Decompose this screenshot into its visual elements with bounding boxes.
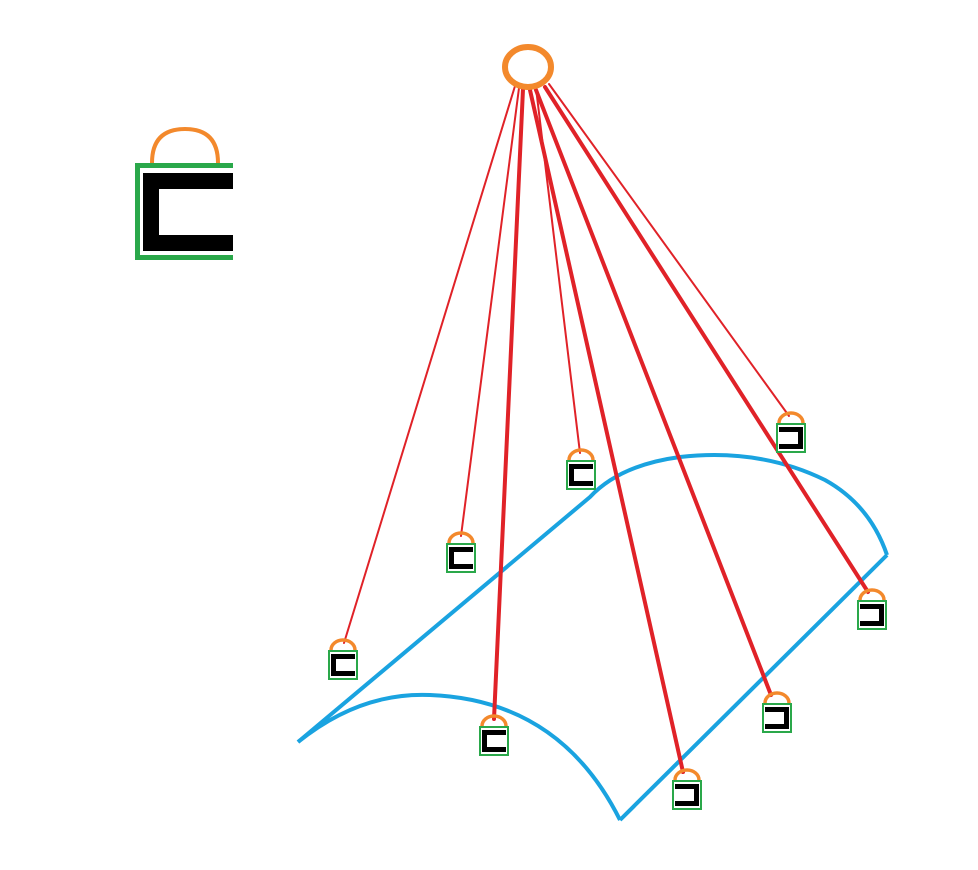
anchor-5-hook bbox=[480, 714, 508, 727]
anchor-6-bracket-icon bbox=[672, 768, 702, 810]
surface-front-edge bbox=[296, 692, 622, 821]
anchor-8-bracket-icon bbox=[857, 588, 887, 630]
anchor-3-bracket bbox=[569, 464, 593, 486]
anchor-1-string bbox=[343, 85, 516, 644]
anchor-5-bracket bbox=[482, 730, 506, 752]
anchor-6-string bbox=[528, 88, 685, 774]
anchor-4-bracket-icon bbox=[776, 411, 806, 453]
anchor-7-hook bbox=[763, 691, 791, 704]
anchor-2-string bbox=[460, 87, 520, 537]
anchor-8-hook bbox=[858, 588, 886, 601]
anchor-7-bracket-icon bbox=[762, 691, 792, 733]
suspension-strings bbox=[343, 83, 870, 774]
anchor-1-hook bbox=[329, 638, 357, 651]
anchor-6-hook bbox=[673, 768, 701, 781]
curved-canopy-surface bbox=[296, 453, 889, 822]
anchor-1-bracket bbox=[331, 654, 355, 676]
legend-hook bbox=[150, 126, 220, 164]
anchor-2-bracket bbox=[449, 547, 473, 569]
anchor-8-string bbox=[543, 85, 870, 594]
ring-icon bbox=[502, 44, 554, 90]
bracket-with-hook-icon bbox=[135, 126, 233, 260]
anchor-4-hook bbox=[777, 411, 805, 424]
anchor-7-string bbox=[534, 88, 773, 697]
hub-ring bbox=[502, 44, 554, 90]
surface-back-edge bbox=[296, 453, 889, 744]
anchor-3-hook bbox=[567, 448, 595, 461]
anchor-8-bracket bbox=[860, 604, 884, 626]
anchor-2-hook bbox=[447, 531, 475, 544]
surface-side-edge bbox=[618, 553, 889, 822]
anchor-1-bracket-icon bbox=[328, 638, 358, 680]
anchor-3-bracket-icon bbox=[566, 448, 596, 490]
anchor-7-bracket bbox=[765, 707, 789, 729]
anchor-5-string bbox=[492, 87, 525, 721]
anchor-4-bracket bbox=[779, 427, 803, 449]
anchor-5-bracket-icon bbox=[479, 714, 509, 756]
anchor-4-string bbox=[548, 83, 790, 417]
anchor-6-bracket bbox=[675, 784, 699, 806]
anchor-2-bracket-icon bbox=[446, 531, 476, 573]
anchor-brackets bbox=[328, 411, 887, 810]
legend-bracket-shape bbox=[143, 173, 233, 251]
